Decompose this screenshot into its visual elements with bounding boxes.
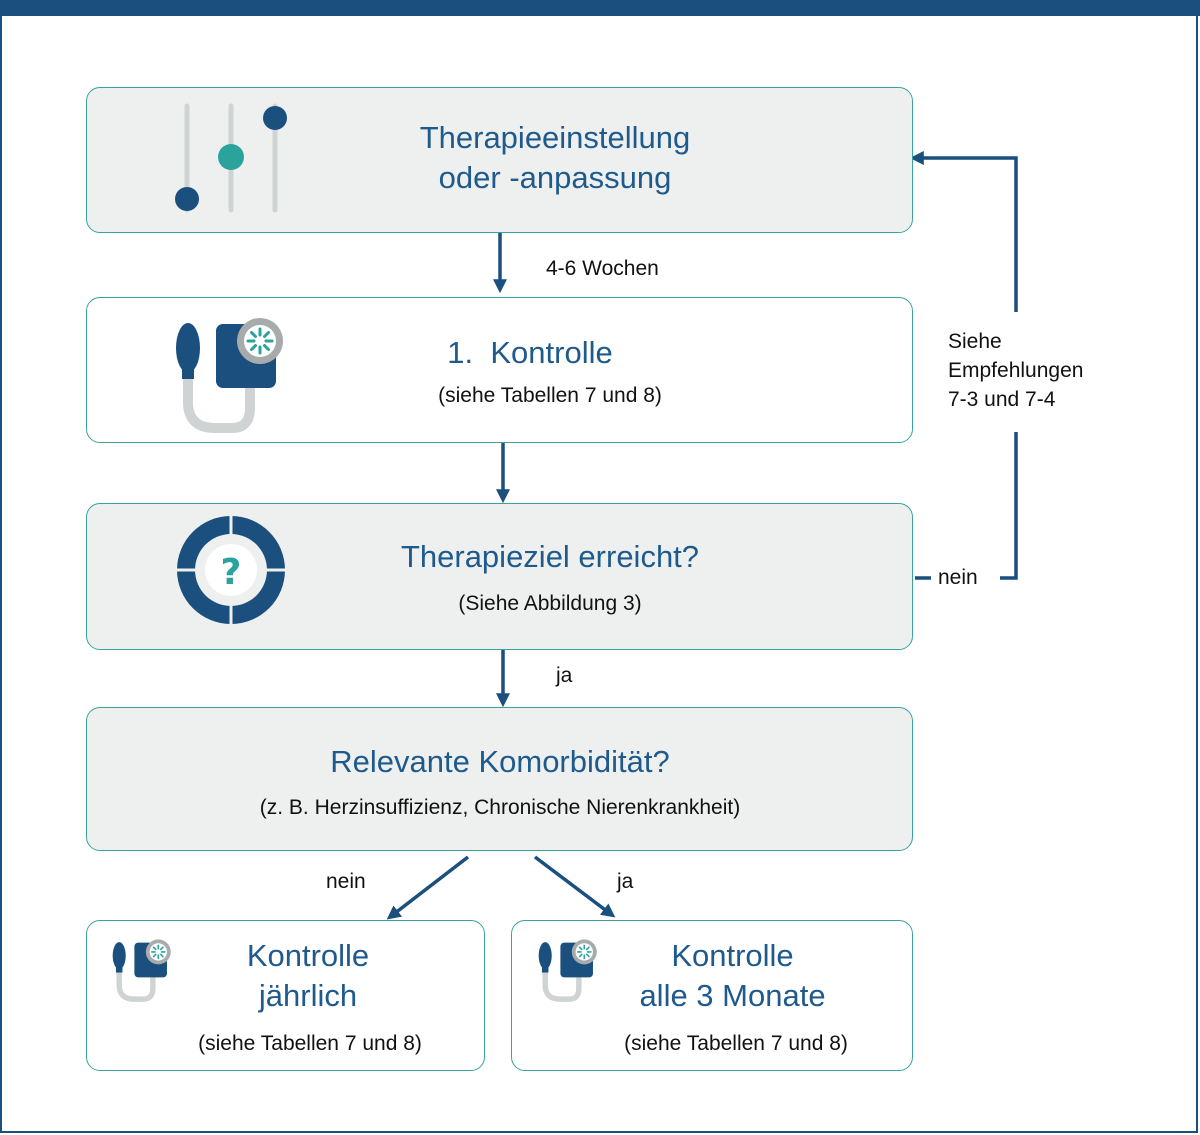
goal-yes-label: ja <box>556 664 573 687</box>
feedback-label-line2: Empfehlungen <box>948 359 1084 382</box>
yearly-title-line1: Kontrolle <box>246 938 370 973</box>
comorbidity-subtitle: (z. B. Herzinsuffizienz, Chronische Nier… <box>259 796 741 819</box>
top-bar <box>0 0 1200 16</box>
blood-pressure-monitor-icon-small-2 <box>538 939 597 1002</box>
figure-frame <box>0 16 1198 1133</box>
svg-text:?: ? <box>221 552 242 593</box>
adjust-title-line1: Therapieeinstellung <box>419 120 691 155</box>
adjust-title: Therapieeinstellung oder -anpassung <box>330 118 780 198</box>
goal-no-label: nein <box>938 566 978 589</box>
feedback-loop <box>914 158 1018 580</box>
step-comorbidity <box>86 707 913 851</box>
comorbidity-title: Relevante Komorbidität? <box>330 744 670 779</box>
feedback-label: Siehe Empfehlungen 7-3 und 7-4 <box>948 327 1083 414</box>
first-control-title: 1. Kontrolle <box>447 335 613 370</box>
first-control-subtitle: (siehe Tabellen 7 und 8) <box>438 384 662 407</box>
sliders-icon <box>175 103 287 213</box>
quarterly-title-line2: alle 3 Monate <box>639 978 826 1013</box>
feedback-label-line1: Siehe <box>948 330 1002 353</box>
yearly-title: Kontrolle jährlich <box>188 936 428 1016</box>
yearly-subtitle: (siehe Tabellen 7 und 8) <box>198 1032 422 1055</box>
comorb-no-label: nein <box>326 870 366 893</box>
step-first-control <box>86 297 913 443</box>
goal-check-title: Therapieziel erreicht? <box>400 539 700 574</box>
arrow-comorb-yes <box>533 855 616 918</box>
arrow-comorb-no <box>386 855 470 920</box>
blood-pressure-monitor-icon <box>176 318 283 433</box>
adjust-title-line2: oder -anpassung <box>438 160 672 195</box>
question-ring-icon: ? <box>175 514 287 626</box>
blood-pressure-monitor-icon-small <box>112 939 171 1002</box>
goal-check-subtitle: (Siehe Abbildung 3) <box>458 592 642 615</box>
interval-label: 4-6 Wochen <box>546 257 659 280</box>
yearly-title-line2: jährlich <box>258 978 358 1013</box>
quarterly-subtitle: (siehe Tabellen 7 und 8) <box>624 1032 848 1055</box>
quarterly-title: Kontrolle alle 3 Monate <box>595 936 870 1016</box>
feedback-label-line3: 7-3 und 7-4 <box>948 388 1056 411</box>
comorb-yes-label: ja <box>617 870 634 893</box>
quarterly-title-line1: Kontrolle <box>671 938 794 973</box>
